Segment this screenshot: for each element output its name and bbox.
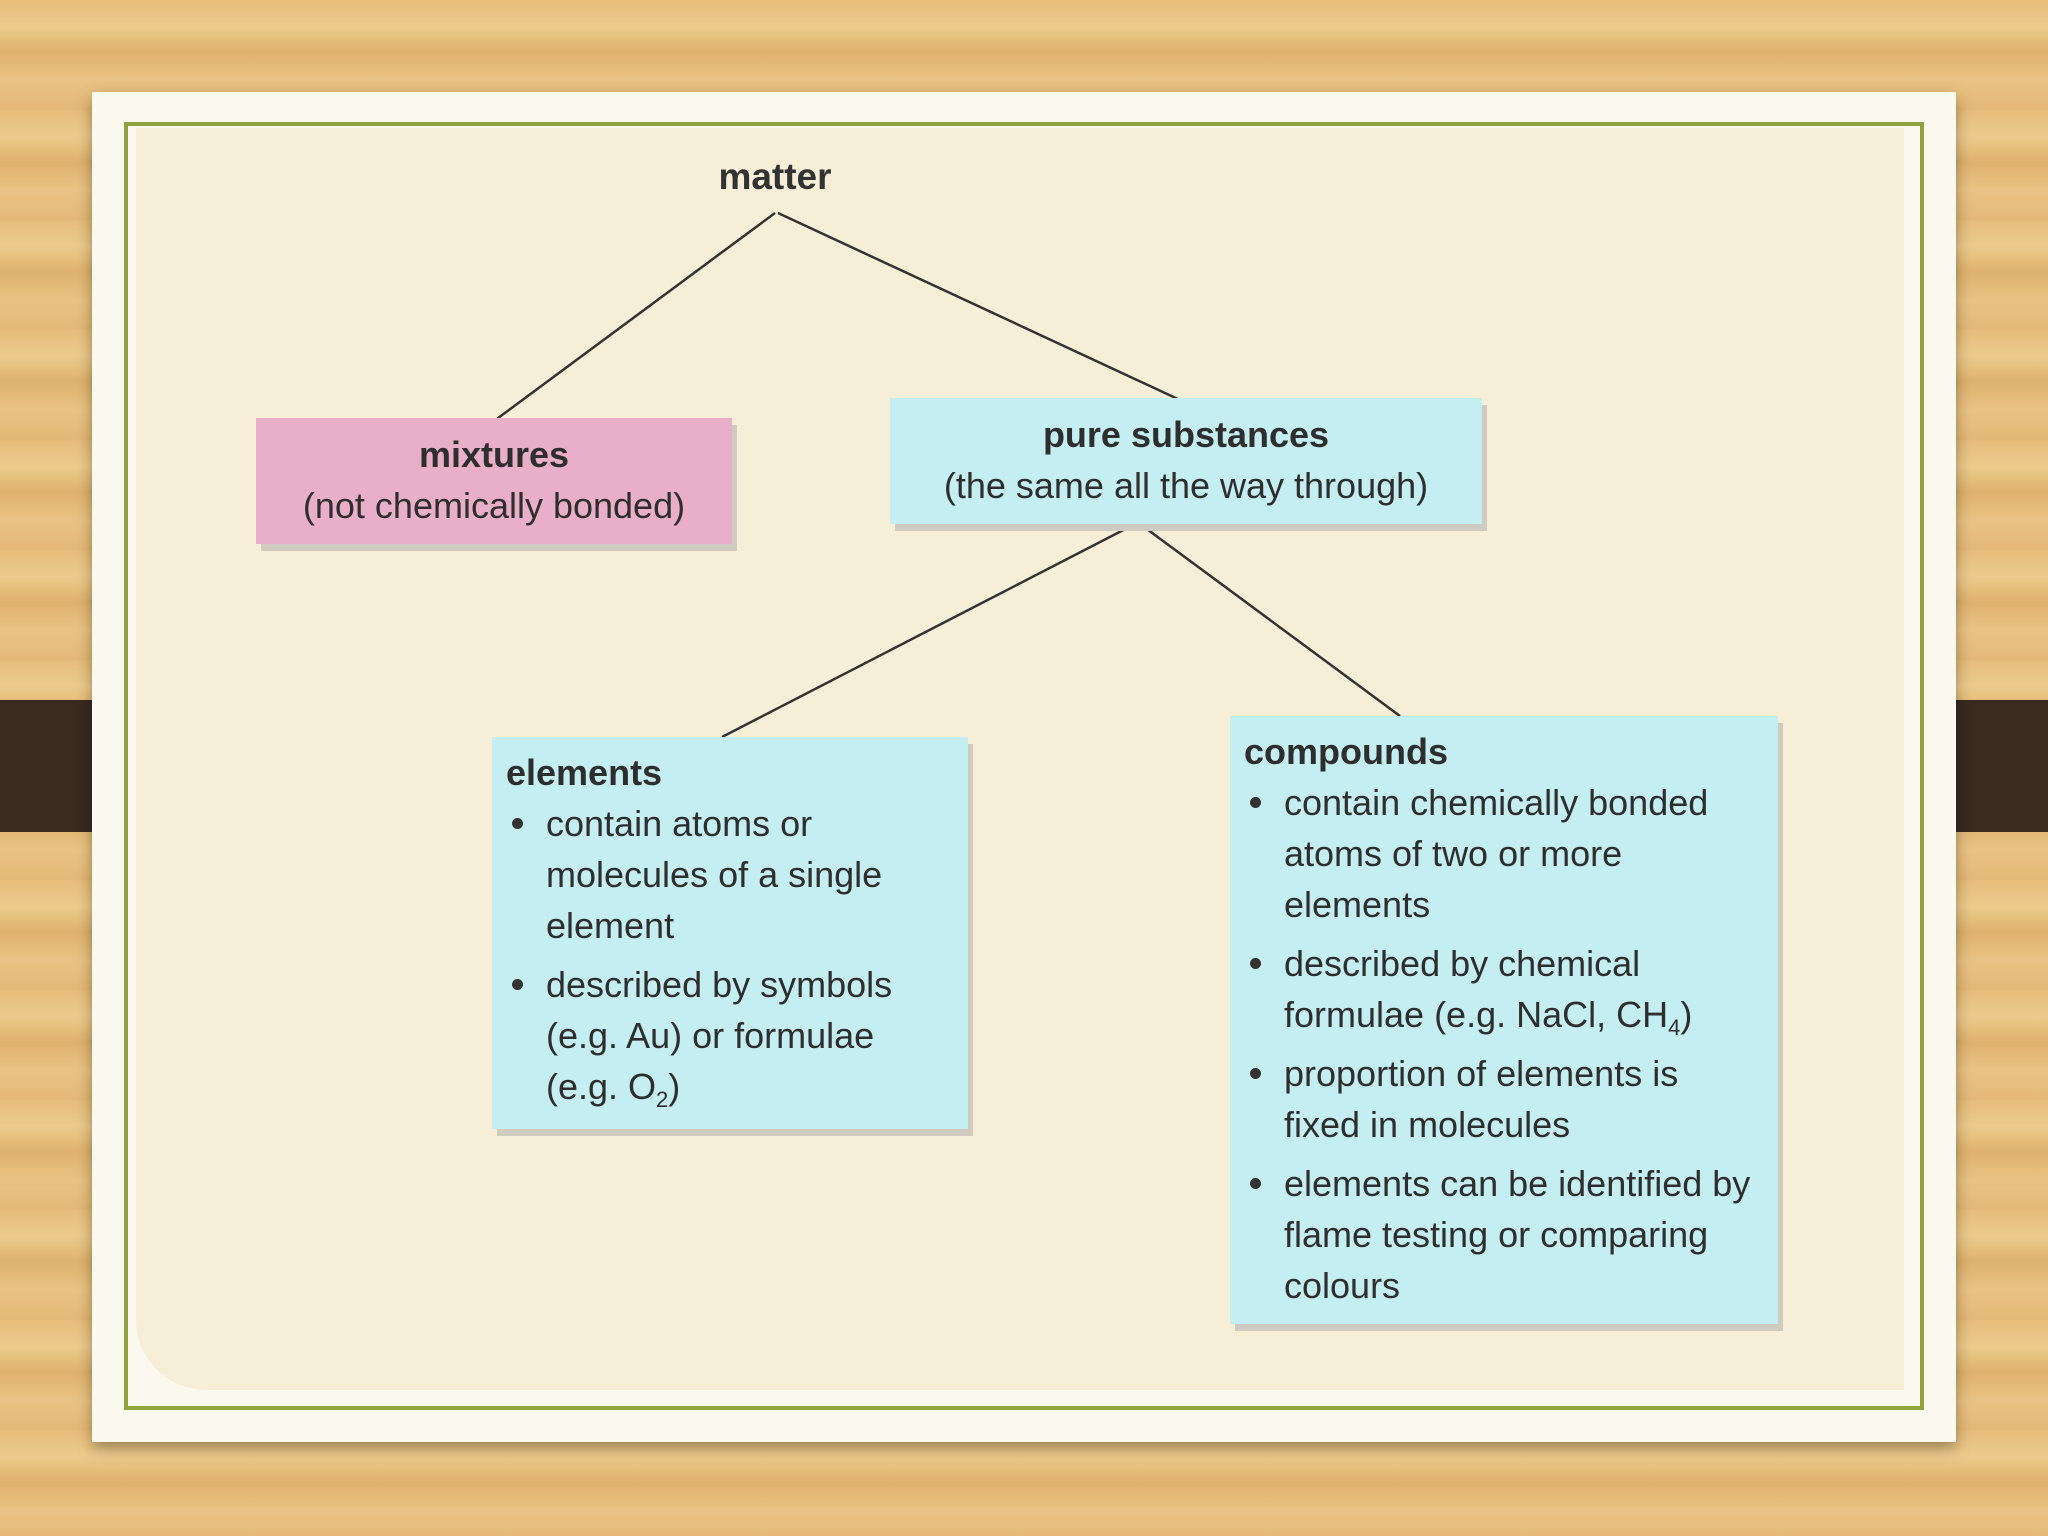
elements-formula-sub: 2: [656, 1087, 669, 1113]
compounds-bullet-1: contain chemically bonded atoms of two o…: [1244, 777, 1764, 930]
elements-bullet-2: described by symbols (e.g. Au) or formul…: [506, 959, 954, 1112]
mixtures-box: mixtures (not chemically bonded): [256, 418, 732, 544]
compounds-box: compounds contain chemically bonded atom…: [1230, 716, 1778, 1324]
pure-substances-box: pure substances (the same all the way th…: [890, 398, 1482, 524]
elements-title: elements: [506, 752, 663, 793]
compounds-formula-text: described by chemical formulae (e.g. NaC…: [1284, 943, 1669, 1035]
pure-substances-title: pure substances: [1042, 414, 1330, 455]
mixtures-subtitle: (not chemically bonded): [302, 485, 686, 526]
compounds-formula-suffix: ): [1680, 994, 1693, 1035]
elements-formula-suffix: ): [668, 1066, 681, 1107]
compounds-formula-sub: 4: [1668, 1015, 1681, 1041]
elements-bullet-2-text: described by symbols (e.g. Au) or formul…: [546, 964, 893, 1056]
connector-matter-pure: [777, 211, 1181, 402]
connector-pure-compounds: [1139, 522, 1401, 718]
compounds-bullet-2: described by chemical formulae (e.g. NaC…: [1244, 938, 1764, 1040]
compounds-bullet-4: elements can be identified by flame test…: [1244, 1158, 1764, 1311]
matter-label: matter: [718, 156, 832, 197]
compounds-list: contain chemically bonded atoms of two o…: [1244, 777, 1764, 1311]
compounds-title: compounds: [1244, 731, 1448, 772]
elements-box: elements contain atoms or molecules of a…: [492, 737, 968, 1129]
pure-substances-subtitle: (the same all the way through): [943, 465, 1429, 506]
elements-bullet-1: contain atoms or molecules of a single e…: [506, 798, 954, 951]
elements-formula-prefix: (e.g. O: [546, 1066, 657, 1107]
connector-matter-mixtures: [489, 211, 776, 426]
slide-border: [124, 122, 1924, 1410]
elements-list: contain atoms or molecules of a single e…: [506, 798, 954, 1112]
compounds-bullet-3: proportion of elements is fixed in molec…: [1244, 1048, 1764, 1150]
mixtures-title: mixtures: [418, 434, 570, 475]
connector-pure-elements: [721, 522, 1136, 739]
